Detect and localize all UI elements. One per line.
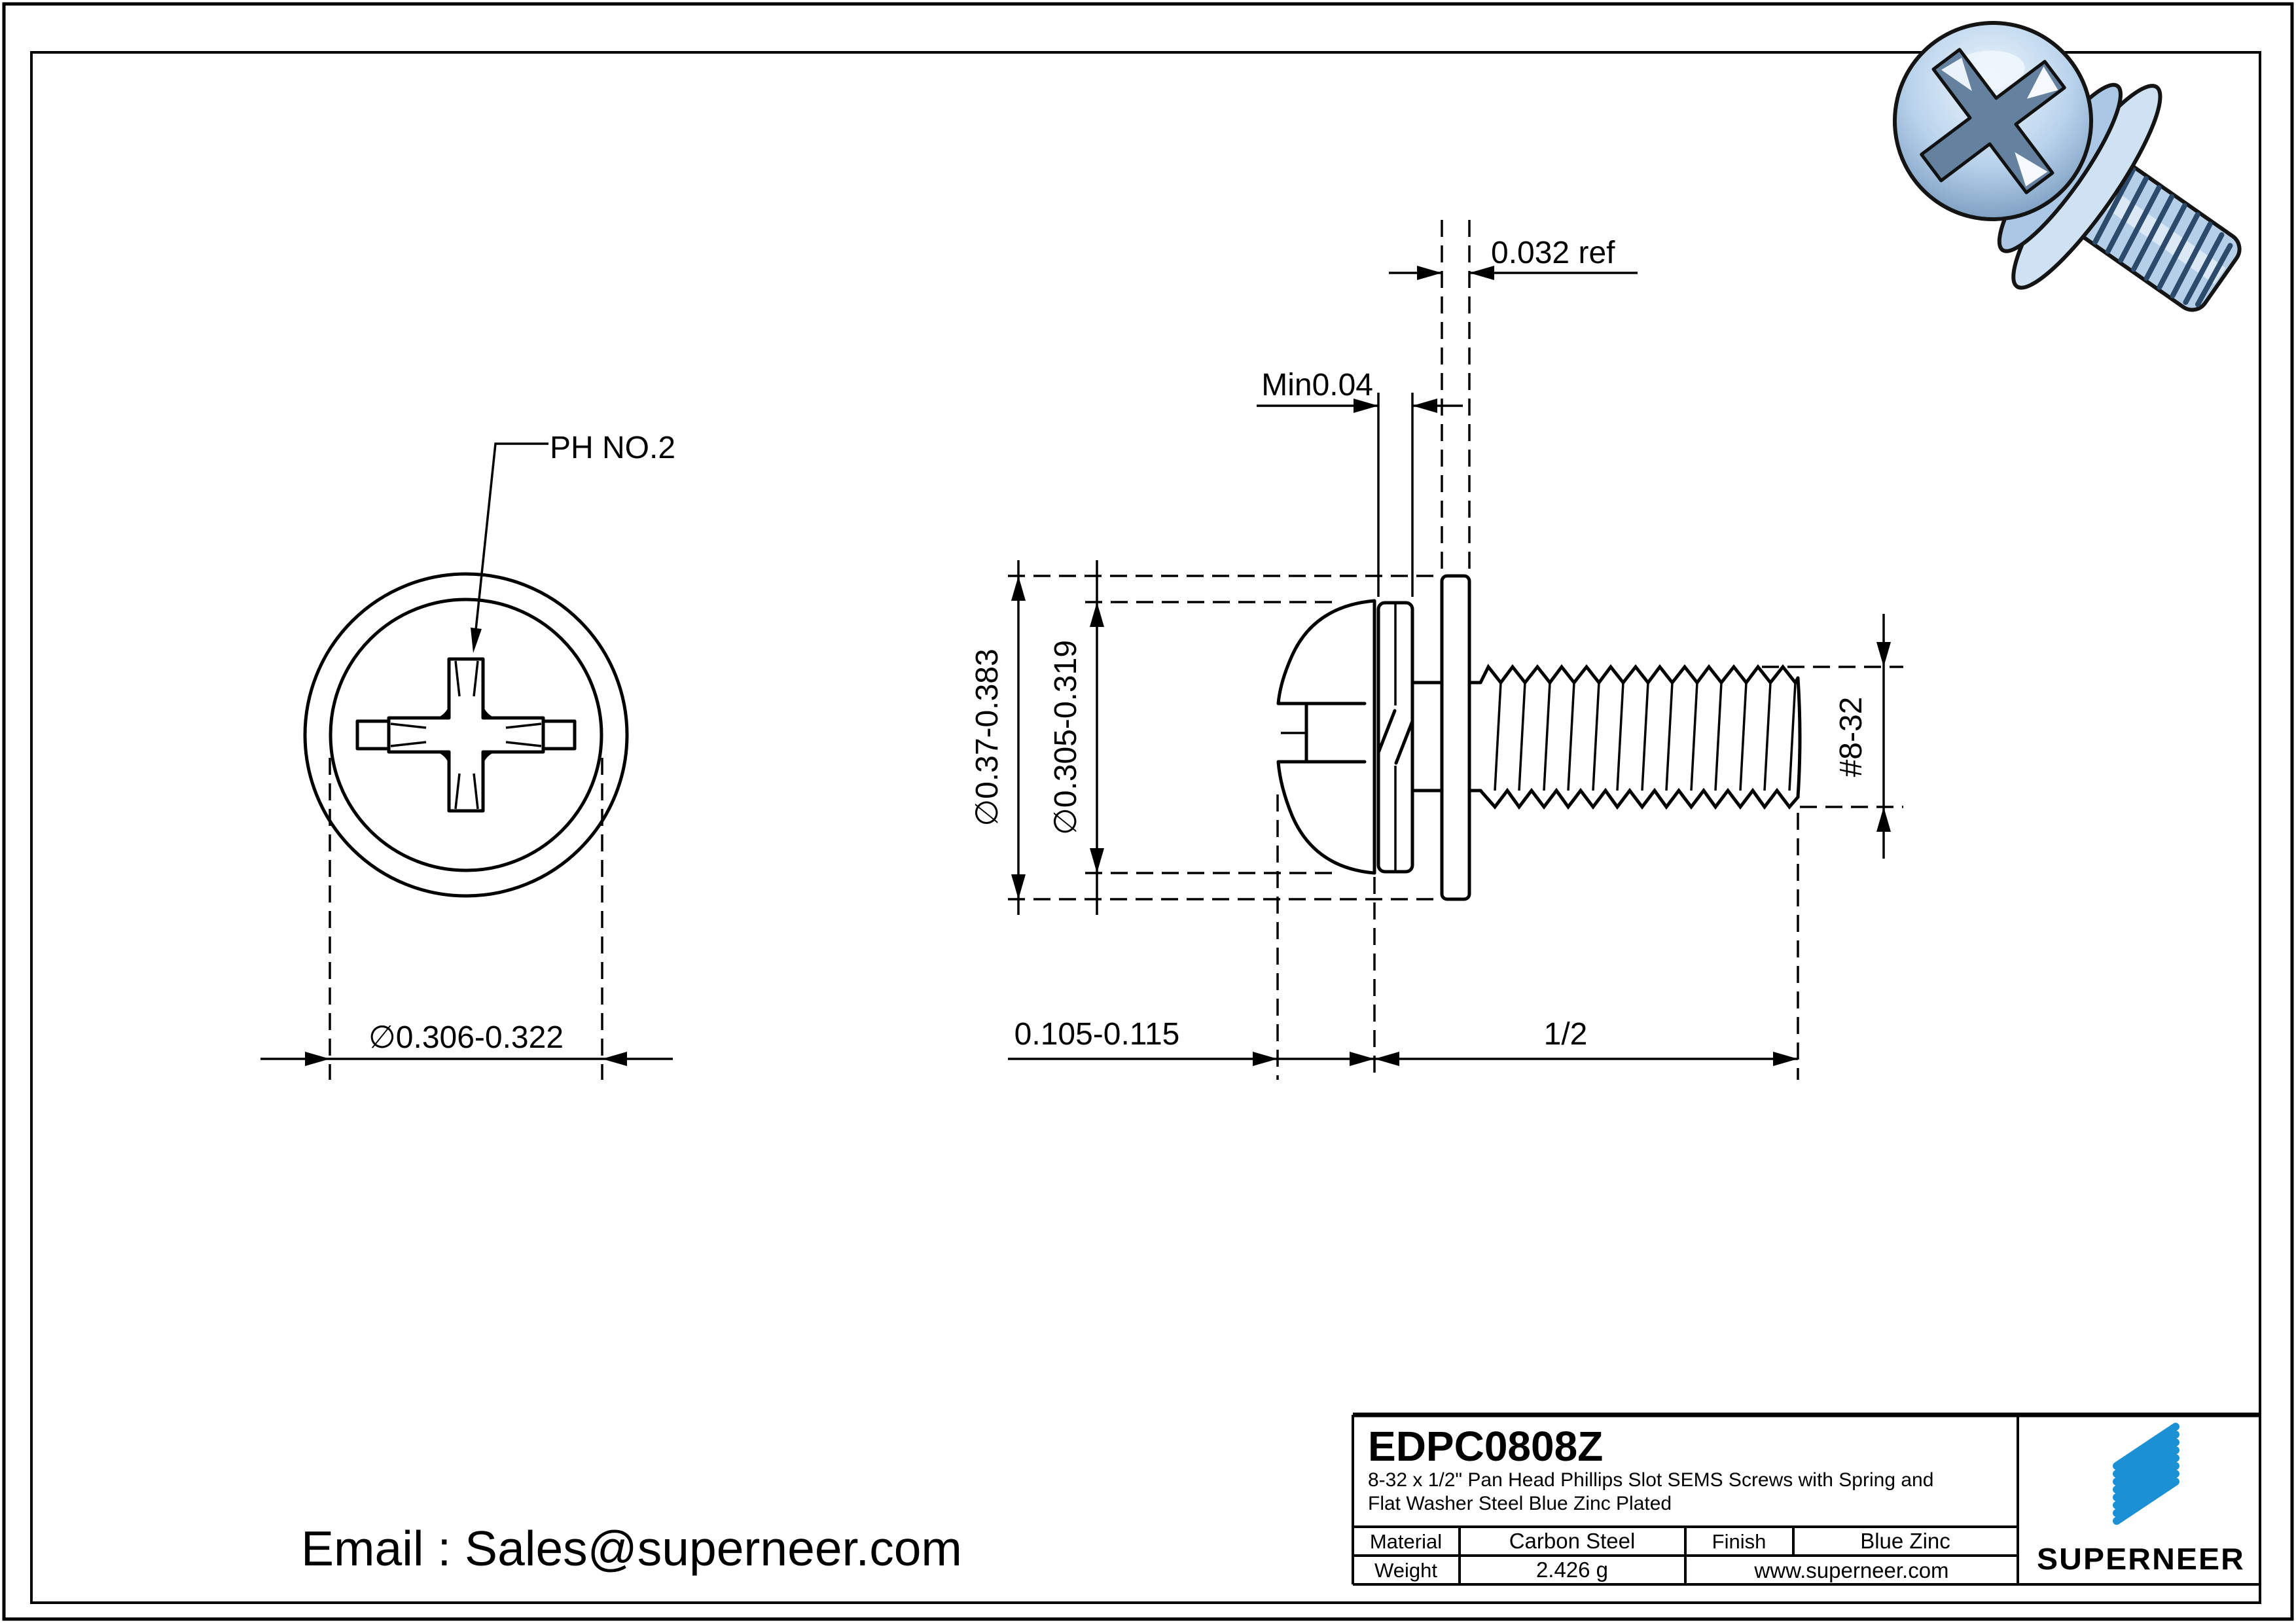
thread-bottom-profile <box>1479 787 1800 810</box>
finish-value: Blue Zinc <box>1860 1529 1950 1553</box>
phillips-tip-tapers <box>390 660 542 810</box>
material-value: Carbon Steel <box>1509 1529 1636 1553</box>
screw-3d-render <box>1893 21 2242 312</box>
weight-value: 2.426 g <box>1536 1558 1608 1582</box>
inner-border <box>30 51 2261 1604</box>
thread-top-profile <box>1479 664 1800 686</box>
washer-outline-circle <box>303 572 629 898</box>
front-head-dia-label: ∅0.306-0.322 <box>368 1020 564 1055</box>
dimensions: 0.032 ref Min0.04 ∅0.37-0.383 ∅0.305-0.3… <box>970 220 1903 1080</box>
spring-split-line <box>1394 719 1414 765</box>
thread-length-label: 1/2 <box>1544 1017 1588 1052</box>
weight-label: Weight <box>1374 1559 1437 1582</box>
thread-flank-lines <box>1494 682 1797 791</box>
finish-label: Finish <box>1712 1530 1767 1553</box>
head-height-label: 0.105-0.115 <box>1014 1017 1180 1052</box>
spring-split-line <box>1376 709 1397 755</box>
phillips-recess <box>387 657 545 813</box>
thread-size-label: #8-32 <box>1834 697 1869 777</box>
brand-logo-icon <box>2113 1423 2179 1525</box>
drive-leader-arrow <box>471 628 482 653</box>
material-label: Material <box>1370 1530 1442 1553</box>
spring-min-label: Min0.04 <box>1261 368 1373 402</box>
washer-od-label: ∅0.37-0.383 <box>970 649 1005 826</box>
head-od-label: ∅0.305-0.319 <box>1049 640 1083 835</box>
phillips-corner-fillets <box>437 705 495 764</box>
website-link[interactable]: www.superneer.com <box>1753 1558 1948 1582</box>
flat-washer <box>1440 574 1471 901</box>
drive-leader-line <box>474 442 548 637</box>
thread-end-cap <box>1796 676 1802 799</box>
description-line2: Flat Washer Steel Blue Zinc Plated <box>1368 1493 1672 1514</box>
head-outline-circle <box>329 597 603 872</box>
brand-name: SUPERNEER <box>2037 1542 2245 1576</box>
title-block: EDPC0808Z 8-32 x 1/2" Pan Head Phillips … <box>1352 1412 2260 1586</box>
email-text: Email : Sales@superneer.com <box>301 1521 962 1576</box>
washer-thickness-ref-label: 0.032 ref <box>1491 236 1615 270</box>
drive-label: PH NO.2 <box>550 431 675 465</box>
pan-head-profile <box>1276 599 1376 875</box>
description-line1: 8-32 x 1/2" Pan Head Phillips Slot SEMS … <box>1368 1469 1933 1491</box>
phillips-3d <box>1920 48 2066 194</box>
thread-ridges-3d <box>2092 167 2233 308</box>
side-view <box>1276 574 1802 901</box>
front-view: PH NO.2 ∅0.306-0.322 <box>260 431 675 1080</box>
part-number: EDPC0808Z <box>1368 1423 1603 1470</box>
